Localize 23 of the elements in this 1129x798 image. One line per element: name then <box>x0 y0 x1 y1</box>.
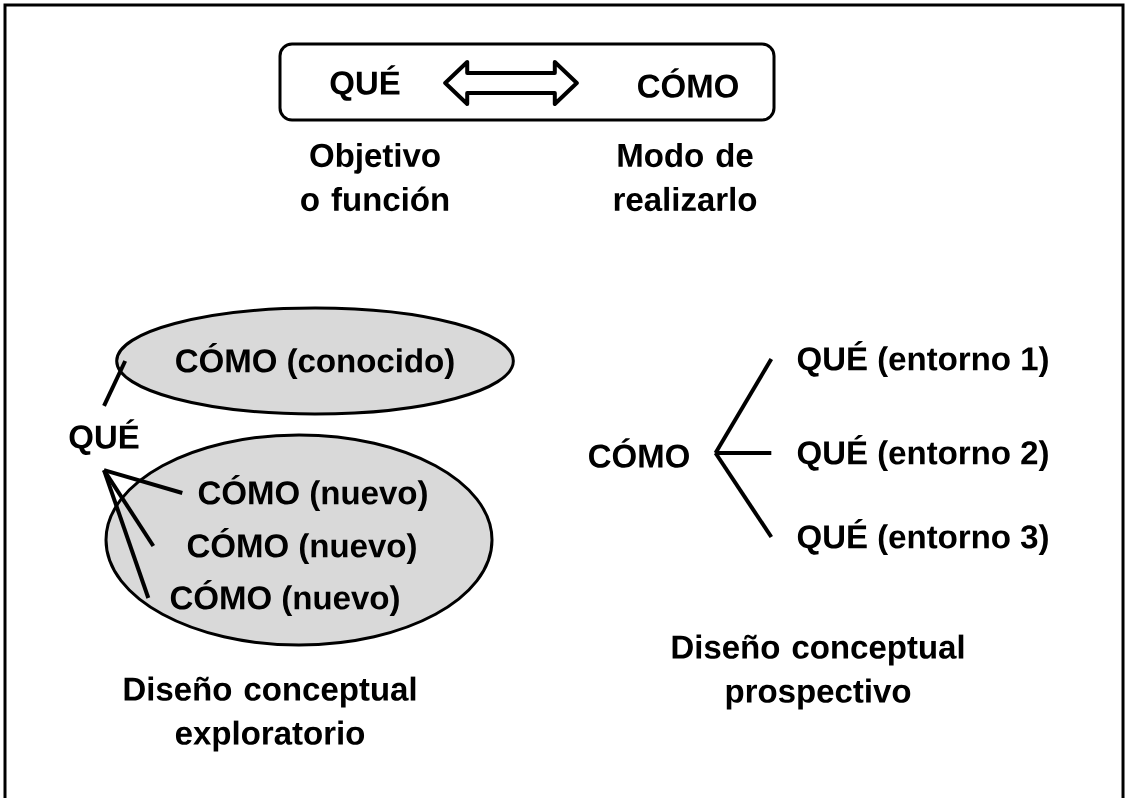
connector-line <box>713 358 774 454</box>
term-text: CÓMO <box>638 68 738 98</box>
option-text: QUÉ (entorno 3) <box>797 518 1048 556</box>
caption-text: Objetivo o función <box>301 142 449 212</box>
option-text: CÓMO (nuevo) <box>187 527 416 565</box>
term-text: QUÉ <box>69 419 139 455</box>
caption-text: Modo de realizarlo <box>614 142 757 212</box>
rounded-box <box>278 42 776 122</box>
connector-line <box>102 360 127 407</box>
option-text: CÓMO (nuevo) <box>170 579 399 617</box>
option-text: QUÉ (entorno 1) <box>797 340 1048 378</box>
connector-line <box>102 469 151 599</box>
term-text: CÓMO <box>589 438 689 468</box>
connector-line <box>715 451 772 455</box>
caption-text: Diseño conceptual prospectivo <box>672 634 964 710</box>
connector-line <box>102 469 155 548</box>
connector-line <box>103 468 183 495</box>
double-arrow <box>443 60 579 106</box>
option-text: QUÉ (entorno 2) <box>797 434 1048 472</box>
term-text: QUÉ <box>330 65 400 101</box>
caption-text: Diseño conceptual exploratorio <box>124 676 416 752</box>
connector-line <box>713 451 773 539</box>
option-text: CÓMO (nuevo) <box>198 474 427 512</box>
